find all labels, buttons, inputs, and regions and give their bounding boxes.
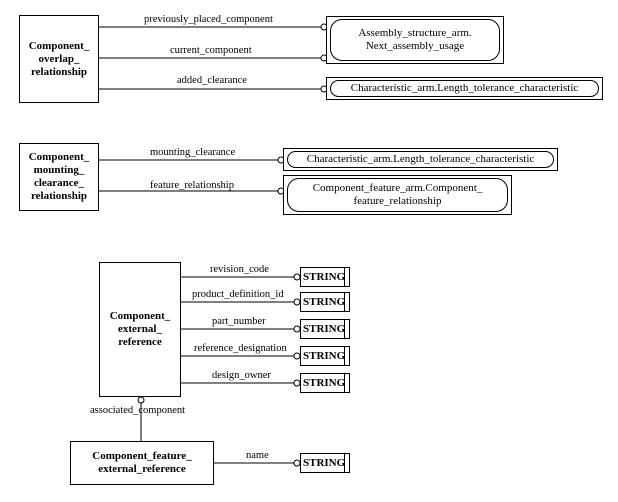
attr-label: current_component (170, 45, 252, 56)
attr-label: product_definition_id (192, 289, 284, 300)
entity-component-overlap-relationship[interactable]: Component_ overlap_ relationship (19, 15, 99, 103)
type-string[interactable]: STRING (300, 373, 350, 393)
attr-label: part_number (212, 316, 266, 327)
type-string[interactable]: STRING (300, 292, 350, 312)
attr-label: associated_component (90, 405, 186, 416)
entity-component-mounting-clearance-relationship[interactable]: Component_ mounting_ clearance_ relation… (19, 143, 99, 211)
type-string[interactable]: STRING (300, 267, 350, 287)
type-string[interactable]: STRING (300, 453, 350, 473)
end-circle (137, 396, 145, 404)
attr-label: name (246, 450, 269, 461)
ref-length-tolerance-characteristic-2[interactable]: Characteristic_arm.Length_tolerance_char… (283, 148, 558, 171)
ref-length-tolerance-characteristic-1[interactable]: Characteristic_arm.Length_tolerance_char… (326, 77, 603, 100)
attr-label: reference_designation (194, 343, 287, 354)
attr-label: mounting_clearance (150, 147, 236, 158)
attr-label: design_owner (212, 370, 271, 381)
attr-label: added_clearance (177, 75, 247, 86)
attr-label: revision_code (210, 264, 269, 275)
type-string[interactable]: STRING (300, 319, 350, 339)
attr-label: previously_placed_component (144, 14, 273, 25)
entity-component-feature-external-reference[interactable]: Component_feature_ external_reference (70, 441, 214, 485)
attr-label: feature_relationship (150, 180, 234, 191)
entity-component-external-reference[interactable]: Component_ external_ reference (99, 262, 181, 397)
ref-next-assembly-usage[interactable]: Assembly_structure_arm. Next_assembly_us… (326, 16, 504, 64)
ref-component-feature-relationship[interactable]: Component_feature_arm.Component_ feature… (283, 175, 512, 215)
type-string[interactable]: STRING (300, 346, 350, 366)
